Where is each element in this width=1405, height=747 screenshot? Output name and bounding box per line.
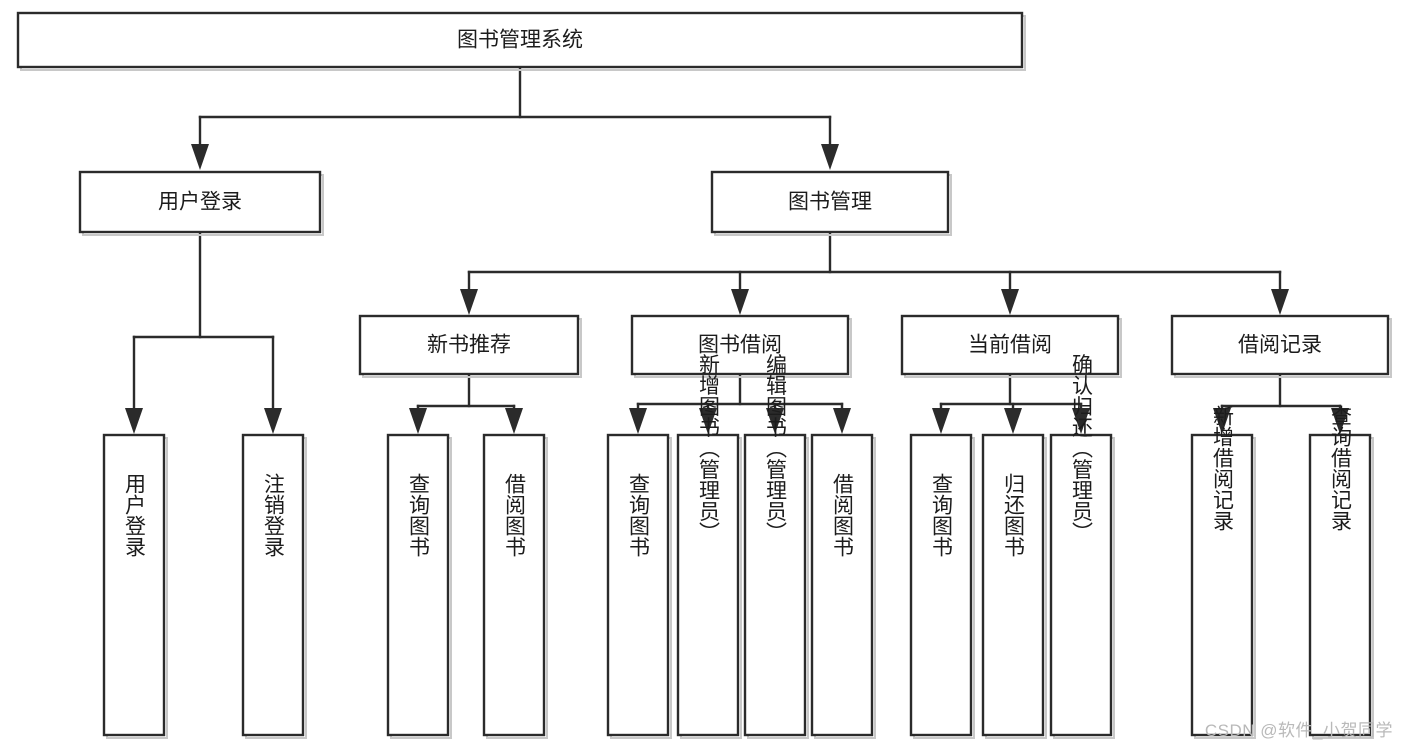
node-current-borrow[interactable]: 当前借阅 bbox=[900, 314, 1122, 378]
node-book-management-box bbox=[710, 170, 950, 234]
arrow-leaf-borrow-book-1 bbox=[505, 408, 523, 434]
arrow-leaf-user-login bbox=[125, 408, 143, 434]
node-leaf-add-record[interactable]: 新增借阅记录 bbox=[1190, 405, 1256, 739]
node-leaf-borrow-book-1-box bbox=[482, 433, 546, 737]
node-leaf-confirm-return-label: 确认归还（管理员） bbox=[1070, 354, 1094, 543]
node-leaf-query-record-label: 查询借阅记录 bbox=[1329, 405, 1353, 531]
node-leaf-borrow-book-1-label: 借阅图书 bbox=[503, 473, 527, 557]
arrow-leaf-add-book bbox=[699, 408, 717, 434]
arrow-book-management bbox=[821, 144, 839, 170]
arrow-leaf-query-book-3 bbox=[932, 408, 950, 434]
node-leaf-return-book-box bbox=[981, 433, 1045, 737]
node-book-management-label: 图书管理 bbox=[788, 191, 872, 214]
node-leaf-add-record-label: 新增借阅记录 bbox=[1211, 405, 1235, 531]
node-new-book-recommend-box bbox=[358, 314, 580, 376]
node-leaf-query-book-1-label: 查询图书 bbox=[407, 473, 431, 557]
node-leaf-user-login-label: 用户登录 bbox=[123, 473, 147, 557]
arrow-user-login bbox=[191, 144, 209, 170]
node-leaf-edit-book-label: 编辑图书（管理员） bbox=[764, 354, 788, 543]
arrow-leaf-query-book-2 bbox=[629, 408, 647, 434]
node-leaf-query-record[interactable]: 查询借阅记录 bbox=[1308, 405, 1374, 739]
node-leaf-return-book[interactable]: 归还图书 bbox=[981, 433, 1047, 739]
node-leaf-edit-book-box bbox=[743, 433, 807, 737]
node-borrow-record[interactable]: 借阅记录 bbox=[1170, 314, 1392, 378]
node-new-book-recommend-label: 新书推荐 bbox=[427, 334, 511, 357]
node-book-borrow[interactable]: 图书借阅 bbox=[630, 314, 852, 378]
node-leaf-user-login[interactable]: 用户登录 bbox=[102, 433, 168, 739]
arrow-leaf-add-record bbox=[1213, 408, 1231, 434]
arrow-leaf-return-book bbox=[1004, 408, 1022, 434]
node-book-borrow-label: 图书借阅 bbox=[698, 334, 782, 357]
node-leaf-confirm-return-box bbox=[1049, 433, 1113, 737]
node-root[interactable]: 图书管理系统 bbox=[16, 11, 1026, 71]
connector-layer bbox=[125, 65, 1349, 434]
node-leaf-query-book-2-label: 查询图书 bbox=[627, 473, 651, 557]
node-leaf-borrow-book-2[interactable]: 借阅图书 bbox=[810, 433, 876, 739]
node-borrow-record-label: 借阅记录 bbox=[1238, 334, 1322, 357]
node-leaf-borrow-book-1[interactable]: 借阅图书 bbox=[482, 433, 548, 739]
node-book-borrow-box bbox=[630, 314, 850, 376]
node-leaf-logout-label: 注销登录 bbox=[262, 473, 286, 557]
node-leaf-add-record-box bbox=[1190, 433, 1254, 737]
arrow-leaf-confirm-return bbox=[1072, 408, 1090, 434]
arrow-leaf-query-record bbox=[1331, 408, 1349, 434]
node-leaf-add-book-label: 新增图书（管理员） bbox=[697, 354, 721, 543]
node-leaf-return-book-label: 归还图书 bbox=[1002, 473, 1026, 557]
node-leaf-logout[interactable]: 注销登录 bbox=[241, 433, 307, 739]
node-leaf-user-login-box bbox=[102, 433, 166, 737]
node-root-box bbox=[16, 11, 1024, 69]
arrow-borrow-record bbox=[1271, 289, 1289, 315]
node-leaf-query-book-1[interactable]: 查询图书 bbox=[386, 433, 452, 739]
node-leaf-query-book-3-box bbox=[909, 433, 973, 737]
node-leaf-query-book-3[interactable]: 查询图书 bbox=[909, 433, 975, 739]
arrow-current-borrow bbox=[1001, 289, 1019, 315]
node-current-borrow-label: 当前借阅 bbox=[968, 334, 1052, 357]
node-leaf-logout-box bbox=[241, 433, 305, 737]
arrow-leaf-query-book-1 bbox=[409, 408, 427, 434]
node-new-book-recommend[interactable]: 新书推荐 bbox=[358, 314, 582, 378]
node-leaf-add-book[interactable]: 新增图书（管理员） bbox=[676, 354, 742, 739]
node-leaf-query-record-box bbox=[1308, 433, 1372, 737]
node-leaf-query-book-3-label: 查询图书 bbox=[930, 473, 954, 557]
arrow-leaf-edit-book bbox=[766, 408, 784, 434]
node-user-login-box bbox=[78, 170, 322, 234]
node-leaf-borrow-book-2-label: 借阅图书 bbox=[831, 473, 855, 557]
node-current-borrow-box bbox=[900, 314, 1120, 376]
arrow-book-borrow bbox=[731, 289, 749, 315]
node-leaf-query-book-1-box bbox=[386, 433, 450, 737]
node-root-label: 图书管理系统 bbox=[457, 29, 583, 52]
node-leaf-query-book-2-box bbox=[606, 433, 670, 737]
arrow-new-book-recommend bbox=[460, 289, 478, 315]
node-leaf-add-book-box bbox=[676, 433, 740, 737]
arrow-leaf-borrow-book-2 bbox=[833, 408, 851, 434]
node-leaf-edit-book[interactable]: 编辑图书（管理员） bbox=[743, 354, 809, 739]
node-leaf-borrow-book-2-box bbox=[810, 433, 874, 737]
arrow-leaf-logout bbox=[264, 408, 282, 434]
node-leaf-confirm-return[interactable]: 确认归还（管理员） bbox=[1049, 354, 1115, 739]
node-leaf-query-book-2[interactable]: 查询图书 bbox=[606, 433, 672, 739]
node-user-login[interactable]: 用户登录 bbox=[78, 170, 324, 236]
node-book-management[interactable]: 图书管理 bbox=[710, 170, 952, 236]
node-user-login-label: 用户登录 bbox=[158, 191, 242, 214]
node-borrow-record-box bbox=[1170, 314, 1390, 376]
